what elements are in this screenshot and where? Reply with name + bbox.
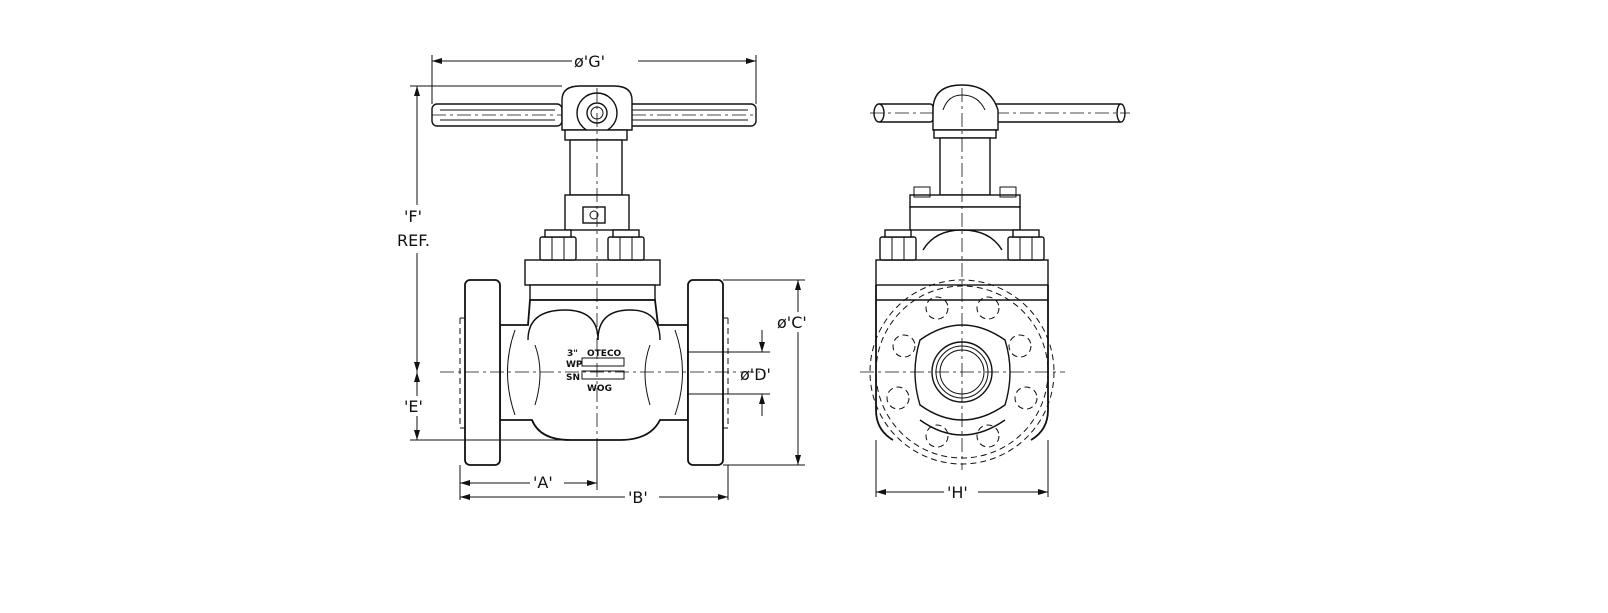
front-flanges (459, 279, 729, 466)
side-dimensions: 'H' (875, 440, 1049, 502)
nameplate-wog: WOG (587, 384, 612, 394)
dim-d-label: ø'D' (740, 365, 771, 384)
front-body (499, 299, 689, 441)
front-dimensions: ø'G' 'F' REF. 'E' ø'C' ø'D' (397, 50, 826, 507)
dim-e-label: 'E' (404, 397, 423, 416)
dim-c-label: ø'C' (777, 313, 807, 332)
dim-h-label: 'H' (947, 483, 968, 502)
front-view: 3" OTECO WP SN WOG (431, 85, 760, 485)
side-neck (909, 129, 1021, 251)
side-view (860, 84, 1130, 470)
front-bonnet (524, 229, 661, 301)
dim-ref-label: REF. (397, 231, 430, 250)
dim-f-label: 'F' (404, 207, 422, 226)
dim-b-label: 'B' (628, 488, 648, 507)
side-bonnet (875, 229, 1049, 286)
nameplate: 3" OTECO WP SN WOG (566, 349, 625, 394)
dim-g-label: ø'G' (574, 52, 605, 71)
nameplate-size: 3" (567, 349, 578, 359)
nameplate-sn: SN (566, 373, 580, 383)
front-handle (431, 103, 757, 127)
nameplate-brand: OTECO (587, 349, 622, 359)
side-hub (932, 84, 999, 131)
nameplate-wp: WP (566, 360, 583, 370)
side-handle (870, 103, 1130, 123)
dim-a-label: 'A' (533, 473, 553, 492)
